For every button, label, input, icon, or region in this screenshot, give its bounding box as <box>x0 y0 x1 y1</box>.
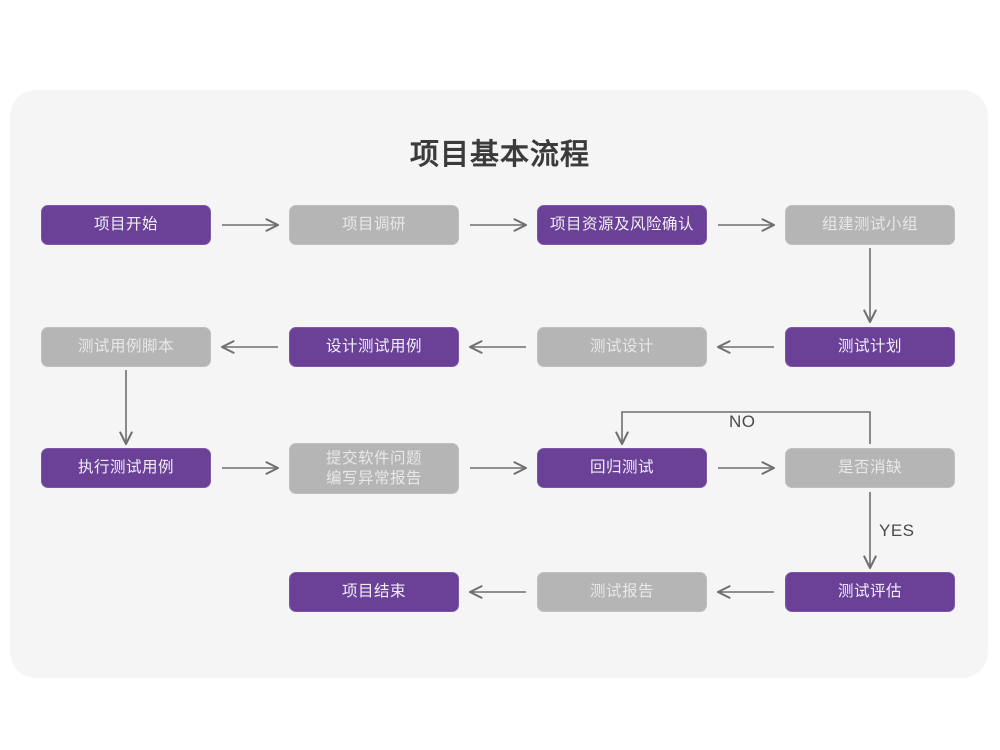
node-test-design[interactable]: 测试设计 <box>537 327 707 367</box>
node-project-start[interactable]: 项目开始 <box>41 205 211 245</box>
node-submit-defect-report[interactable]: 提交软件问题 编写异常报告 <box>289 443 459 494</box>
node-execute-testcase[interactable]: 执行测试用例 <box>41 448 211 488</box>
node-regression-test[interactable]: 回归测试 <box>537 448 707 488</box>
node-testcase-script[interactable]: 测试用例脚本 <box>41 327 211 367</box>
node-form-test-team[interactable]: 组建测试小组 <box>785 205 955 245</box>
node-design-testcase[interactable]: 设计测试用例 <box>289 327 459 367</box>
edge-label-no: NO <box>729 412 756 431</box>
edge-label-yes: YES <box>879 521 915 540</box>
node-test-evaluation[interactable]: 测试评估 <box>785 572 955 612</box>
node-defect-cleared[interactable]: 是否消缺 <box>785 448 955 488</box>
node-project-research[interactable]: 项目调研 <box>289 205 459 245</box>
node-test-plan[interactable]: 测试计划 <box>785 327 955 367</box>
node-resource-risk-confirm[interactable]: 项目资源及风险确认 <box>537 205 707 245</box>
node-project-end[interactable]: 项目结束 <box>289 572 459 612</box>
node-test-report[interactable]: 测试报告 <box>537 572 707 612</box>
page-title: 项目基本流程 <box>409 139 590 171</box>
